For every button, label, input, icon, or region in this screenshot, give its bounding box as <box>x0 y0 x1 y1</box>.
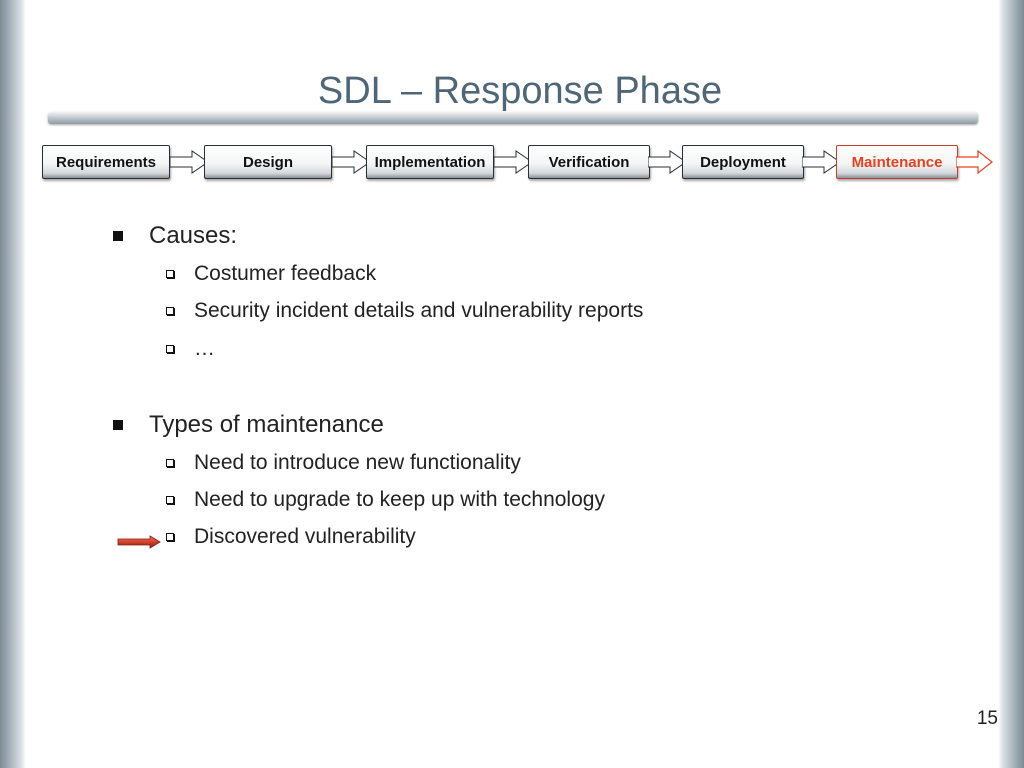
bullet-types-of-maintenance: Types of maintenance <box>113 408 384 442</box>
phase-arrow-icon <box>332 150 371 174</box>
sub-bullet-text: Security incident details and vulnerabil… <box>194 299 644 322</box>
hollow-square-bullet-icon <box>166 459 174 467</box>
phase-arrow-icon <box>648 150 687 174</box>
sub-bullet-text: Need to introduce new functionality <box>194 451 521 474</box>
phase-design: Design <box>204 145 332 179</box>
red-arrow-pointer-icon <box>117 535 161 549</box>
slide-title: SDL – Response Phase <box>317 70 723 112</box>
phase-maintenance: Maintenance <box>836 145 958 179</box>
phase-arrow-icon <box>802 150 841 174</box>
sub-bullet-text: Need to upgrade to keep up with technolo… <box>194 488 605 511</box>
slide-left-edge <box>0 0 26 768</box>
hollow-square-bullet-icon <box>166 270 174 278</box>
phase-implementation: Implementation <box>366 145 494 179</box>
square-bullet-icon <box>113 420 123 430</box>
sub-bullet-highlighted: Discovered vulnerability <box>166 522 416 552</box>
hollow-square-bullet-icon <box>166 307 174 315</box>
slide-right-edge <box>998 0 1024 768</box>
bullet-causes: Causes: <box>113 219 237 253</box>
hollow-square-bullet-icon <box>166 496 174 504</box>
sub-bullet: Need to upgrade to keep up with technolo… <box>166 485 605 515</box>
title-underline <box>48 112 978 124</box>
hollow-square-bullet-icon <box>166 345 174 353</box>
page-number: 15 <box>976 708 998 729</box>
sub-bullet-text: … <box>194 337 215 360</box>
phase-arrow-icon <box>170 150 209 174</box>
sub-bullet: Need to introduce new functionality <box>166 448 521 478</box>
phase-deployment: Deployment <box>682 145 804 179</box>
sub-bullet: Costumer feedback <box>166 259 376 289</box>
phase-requirements: Requirements <box>42 145 170 179</box>
square-bullet-icon <box>113 231 123 241</box>
phase-arrow-icon <box>494 150 533 174</box>
phase-verification: Verification <box>528 145 650 179</box>
hollow-square-bullet-icon <box>166 533 174 541</box>
sub-bullet: Security incident details and vulnerabil… <box>166 296 643 326</box>
sub-bullet-text: Discovered vulnerability <box>194 525 416 548</box>
sub-bullet: … <box>166 334 215 364</box>
sub-bullet-text: Costumer feedback <box>194 262 377 285</box>
sdl-phase-bar: Requirements Design Implementation Verif… <box>0 143 1024 183</box>
bullet-text: Causes: <box>149 222 238 249</box>
bullet-text: Types of maintenance <box>149 411 384 438</box>
phase-arrow-active-icon <box>956 149 993 175</box>
